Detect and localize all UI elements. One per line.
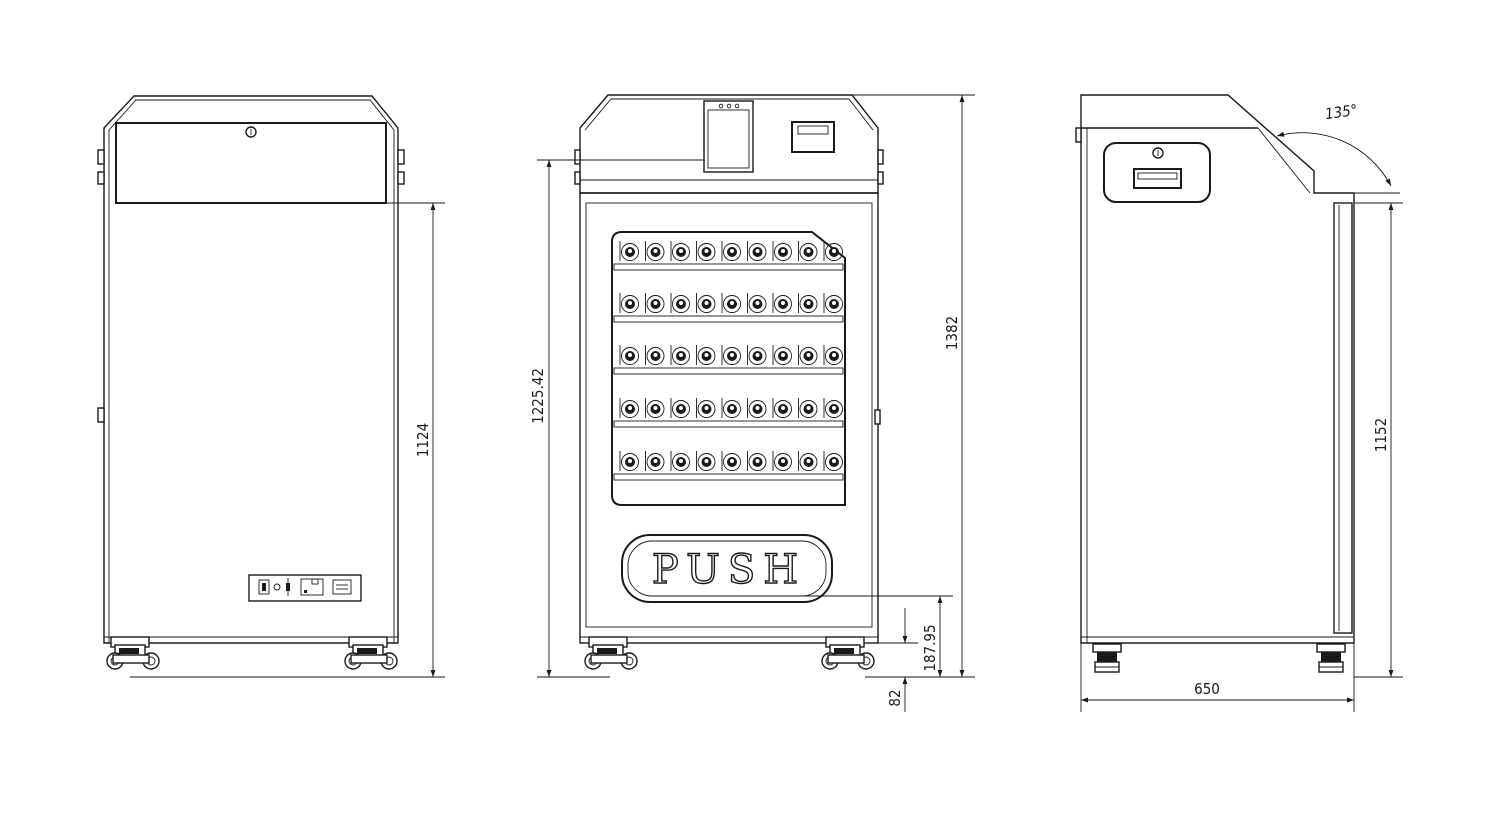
lock-icon: [245, 126, 257, 138]
printer-slot: [791, 121, 835, 153]
side-door-edge: [1333, 202, 1353, 634]
side-slot: [1133, 168, 1182, 189]
product-item: [798, 292, 818, 314]
product-item: [619, 292, 639, 314]
product-item: [645, 344, 665, 366]
shelf: [613, 263, 844, 271]
side-cabinet-outline: [1080, 94, 1355, 644]
product-item: [772, 397, 792, 419]
product-item: [619, 344, 639, 366]
product-item: [772, 344, 792, 366]
side-wheel-2: [1316, 643, 1346, 673]
left-wheel-1: [106, 636, 160, 670]
shelf: [613, 367, 844, 375]
dim-front-inner-height: 1225.42: [529, 368, 547, 424]
side-compartment: [1103, 142, 1211, 203]
fuse-icon: [273, 583, 281, 591]
product-item: [747, 450, 767, 472]
product-item: [772, 450, 792, 472]
display-window: [611, 231, 846, 506]
side-view: 135° 1152 650: [1075, 94, 1403, 712]
product-item: [721, 344, 741, 366]
product-item: [696, 344, 716, 366]
left-top-door: [115, 122, 387, 204]
product-item: [670, 450, 690, 472]
power-switch-icon: [258, 579, 270, 595]
product-item: [747, 240, 767, 262]
left-cabinet-outline: [103, 95, 399, 644]
product-item: [696, 292, 716, 314]
product-item: [721, 292, 741, 314]
dim-front-total-height: 1382: [943, 316, 961, 350]
product-item: [721, 450, 741, 472]
dim-front-push-offset: 187.95: [921, 624, 939, 671]
product-item: [798, 397, 818, 419]
product-item: [670, 292, 690, 314]
product-item: [696, 397, 716, 419]
product-rows: [613, 240, 844, 481]
product-item: [645, 292, 665, 314]
product-item: [823, 292, 843, 314]
network-port-icon: [332, 579, 352, 595]
product-item: [823, 344, 843, 366]
shelf: [613, 315, 844, 323]
product-item: [747, 292, 767, 314]
product-item: [798, 450, 818, 472]
product-item: [696, 240, 716, 262]
product-item: [645, 240, 665, 262]
dim-side-height: 1152: [1372, 418, 1390, 452]
product-item: [619, 397, 639, 419]
product-item: [670, 397, 690, 419]
left-wheel-2: [344, 636, 398, 670]
product-item: [823, 450, 843, 472]
front-view: PUSH 1225.42 1382 187.95 82: [529, 94, 975, 712]
dim-side-width: 650: [1194, 680, 1220, 698]
product-item: [670, 240, 690, 262]
dim-side-angle: 135°: [1324, 101, 1359, 123]
shelf: [613, 473, 844, 481]
dim-front-base: 82: [886, 689, 904, 706]
product-item: [670, 344, 690, 366]
product-item: [619, 450, 639, 472]
product-item: [823, 397, 843, 419]
card-reader: [703, 100, 754, 173]
product-item: [772, 240, 792, 262]
front-wheel-2: [821, 636, 875, 670]
push-panel: [621, 534, 833, 603]
left-view: 1124: [97, 95, 445, 678]
power-panel: [248, 574, 362, 602]
product-item: [772, 292, 792, 314]
product-item: [645, 450, 665, 472]
shelf: [613, 420, 844, 428]
product-item: [721, 240, 741, 262]
dim-left-height: 1124: [414, 423, 432, 457]
product-item: [747, 397, 767, 419]
product-item: [747, 344, 767, 366]
front-wheel-1: [584, 636, 638, 670]
product-item: [619, 240, 639, 262]
product-item: [798, 240, 818, 262]
product-item: [645, 397, 665, 419]
push-label: PUSH: [652, 547, 806, 593]
side-lock-icon: [1152, 147, 1164, 159]
product-item: [798, 344, 818, 366]
side-wheel-1: [1092, 643, 1122, 673]
product-item: [696, 450, 716, 472]
product-item: [721, 397, 741, 419]
